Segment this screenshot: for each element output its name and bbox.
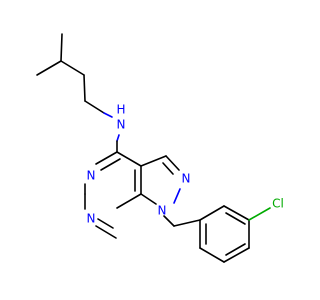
bond-chain-2 [83,74,86,102]
atom-chlorine: Cl [272,197,284,211]
bond-chain-nh [103,112,113,118]
bond-chain-1 [60,60,85,76]
bond-c7a-c6 [116,193,142,209]
bond-c4-c3a [116,151,142,167]
structure-svg: N H N N N N Cl [36,33,284,263]
bond-n1-ch2 [163,215,175,227]
bond-c3-n2 [165,155,180,171]
bond-chain-3 [84,100,105,114]
bond-n1-c7a [95,225,117,239]
bond-ar-1 [199,205,225,221]
bond-nh-c4-n [116,134,120,142]
bond-c3-n2-double [162,162,174,175]
atom-nh-n: N [117,118,126,132]
bond-n1-c7a-ring [140,193,157,205]
atom-n-pyrimidine-bottom: N [87,212,96,226]
bond-c4-n3 [95,151,118,165]
molecule-diagram: N H N N N N Cl [36,33,284,263]
bond-methyl-top [60,33,63,62]
bond-c4-n3-double [100,158,121,171]
bond-ar-2 [223,205,250,221]
bond-ar-cl [248,207,271,221]
bond-ar-2-double [225,212,246,225]
atom-n-pyrimidine-top: N [87,169,96,183]
bond-n1-c7a-double [97,218,114,229]
bond-n2-n1 [173,188,181,204]
bond-ar-4 [223,247,250,263]
bond-ar-5 [199,247,225,263]
bond-ch2-ar [173,219,201,227]
atom-n-pyrazole-2: N [182,172,191,186]
bond-ar-4-double [225,243,246,256]
bond-c3a-c3 [140,155,167,167]
atom-n-pyrazole-1: N [158,204,167,218]
bond-methyl-left [36,60,62,76]
atom-nh-h: H [116,103,125,117]
